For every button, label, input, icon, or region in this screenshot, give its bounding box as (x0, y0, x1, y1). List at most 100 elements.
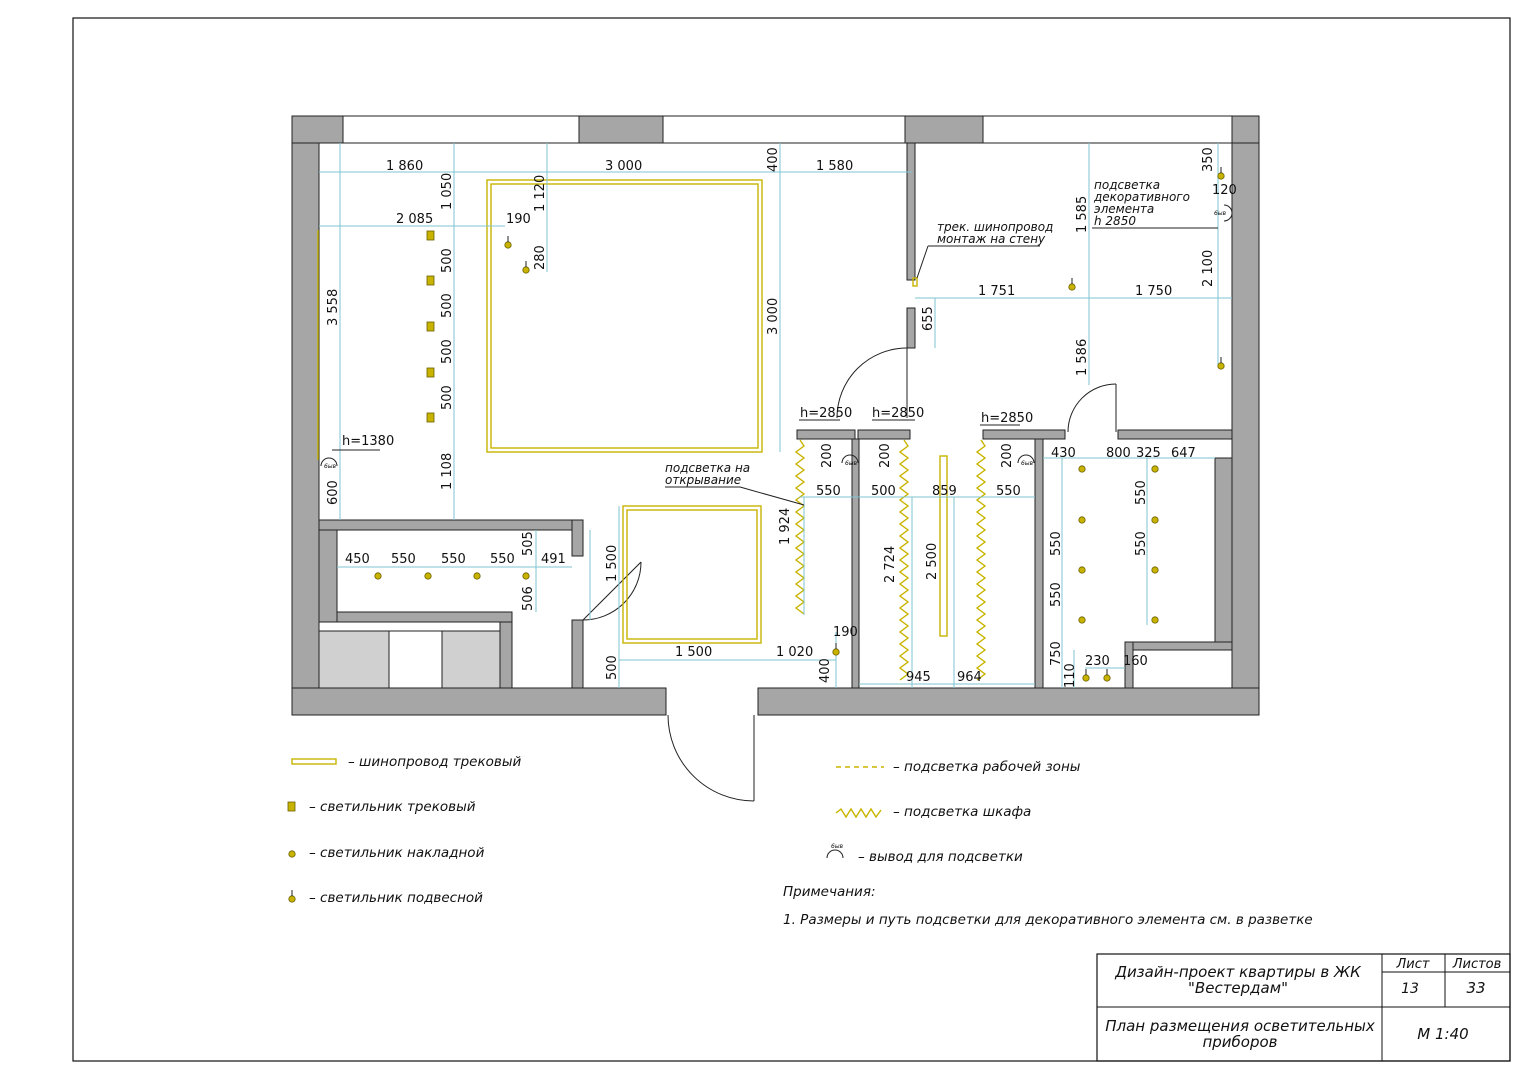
dim-120: 120 (1212, 183, 1237, 198)
dim-550-f: 550 (1134, 531, 1149, 556)
dim-200-b: 200 (878, 443, 893, 468)
windows (343, 115, 1232, 144)
dim-1500-h: 1 500 (675, 645, 712, 660)
track-lamps (426, 230, 435, 423)
dim-506: 506 (521, 586, 536, 611)
dim-3558: 3 558 (326, 289, 341, 326)
sheet-frame (72, 17, 1511, 1062)
dim-1050: 1 050 (440, 173, 455, 210)
dim-500-2: 500 (440, 293, 455, 318)
dim-h2850-b: h=2850 (872, 406, 924, 421)
dim-190-bottom: 190 (833, 625, 858, 640)
dim-647: 647 (1171, 446, 1196, 461)
decor-note-3: элемента (1094, 202, 1154, 216)
dim-550-h: 550 (441, 552, 466, 567)
dim-550-d: 550 (1049, 582, 1064, 607)
dim-160: 160 (1123, 654, 1148, 669)
dim-400-bottom: 400 (818, 658, 833, 683)
legend-outlet: – вывод для подсветки (858, 849, 1023, 865)
track-rails (317, 179, 948, 644)
dim-h2850-a: h=2850 (800, 406, 852, 421)
outlet-glyph-1: 6ыв (324, 463, 337, 470)
leader-lines (332, 227, 1218, 506)
dim-550-i: 550 (490, 552, 515, 567)
sheet-label: Лист (1396, 957, 1430, 972)
dim-200-c: 200 (1000, 443, 1015, 468)
legend-wardrobe: – подсветка шкафа (893, 804, 1031, 820)
dim-3000-top: 3 000 (605, 159, 642, 174)
title-block: Дизайн-проект квартиры в ЖК "Вестердам" … (1096, 953, 1511, 1062)
dim-2100: 2 100 (1201, 250, 1216, 287)
dim-550-a: 550 (816, 484, 841, 499)
walls (291, 115, 1260, 716)
dim-550-g: 550 (391, 552, 416, 567)
dim-1924: 1 924 (778, 508, 793, 545)
wardrobe-lights (794, 439, 987, 681)
dim-800: 800 (1106, 446, 1131, 461)
dim-1500-v: 1 500 (605, 545, 620, 582)
notes-heading: Примечания: (783, 884, 876, 900)
dim-h2850-c: h=2850 (981, 411, 1033, 426)
track-wall-note-1: трек. шинопровод (937, 220, 1053, 234)
dim-1860: 1 860 (386, 159, 423, 174)
dim-505: 505 (521, 531, 536, 556)
sheets-total: 33 (1466, 979, 1485, 997)
pendant-lamps (504, 167, 1225, 682)
surface-lamps (374, 465, 1159, 624)
legend-track-lamp: – светильник трековый (309, 799, 476, 815)
notes-item-1: 1. Размеры и путь подсветки для декорати… (783, 912, 1313, 928)
dim-280: 280 (533, 245, 548, 270)
dim-2724: 2 724 (883, 546, 898, 583)
dim-325: 325 (1136, 446, 1161, 461)
dim-1751: 1 751 (978, 284, 1015, 299)
dim-500-4: 500 (440, 385, 455, 410)
dim-1750: 1 750 (1135, 284, 1172, 299)
dim-550-b: 550 (996, 484, 1021, 499)
dim-1120: 1 120 (533, 175, 548, 212)
dim-500-3: 500 (440, 339, 455, 364)
dim-500-1: 500 (440, 248, 455, 273)
dim-430: 430 (1051, 446, 1076, 461)
lighting-outlets (320, 204, 1233, 467)
dim-964: 964 (957, 670, 982, 685)
dim-h1380: h=1380 (342, 434, 394, 449)
outlet-glyph-4: 6ыв (1214, 210, 1227, 217)
dim-655: 655 (921, 306, 936, 331)
dim-600: 600 (326, 480, 341, 505)
outlet-glyph-3: 6ыв (1021, 460, 1034, 467)
outlet-glyph-2: 6ыв (845, 460, 858, 467)
dim-350: 350 (1201, 147, 1216, 172)
annotations: подсветка декоративного элемента h 2850 … (324, 178, 1227, 487)
plan-title-line2: приборов (1202, 1033, 1277, 1051)
dim-450: 450 (345, 552, 370, 567)
drawing-scale: М 1:40 (1417, 1025, 1468, 1043)
dim-1108: 1 108 (440, 453, 455, 490)
plan-title-line1: План размещения осветительных (1105, 1017, 1375, 1035)
opening-note-1: подсветка на (665, 461, 750, 475)
dim-750: 750 (1049, 641, 1064, 666)
dim-491: 491 (541, 552, 566, 567)
sheet-number: 13 (1401, 981, 1419, 997)
dim-1580: 1 580 (816, 159, 853, 174)
dim-1585: 1 585 (1075, 196, 1090, 233)
decor-note-2: декоративного (1093, 190, 1190, 204)
legend-track: – шинопровод трековый (348, 754, 522, 770)
opening-note-2: открывание (665, 473, 741, 487)
dim-400: 400 (766, 147, 781, 172)
dim-500-f: 500 (605, 655, 620, 680)
dim-945: 945 (906, 670, 931, 685)
dim-1586: 1 586 (1075, 339, 1090, 376)
dim-230: 230 (1085, 654, 1110, 669)
dim-110: 110 (1063, 663, 1078, 688)
decor-note-4: h 2850 (1094, 214, 1136, 228)
sheets-label: Листов (1452, 957, 1502, 972)
project-title-line1: Дизайн-проект квартиры в ЖК (1114, 963, 1362, 981)
dim-190-top: 190 (506, 212, 531, 227)
legend: – шинопровод трековый – светильник треко… (287, 754, 1081, 906)
legend-outlet-glyph: 6ыв (831, 843, 844, 850)
project-title-line2: "Вестердам" (1188, 979, 1288, 997)
dim-550-e: 550 (1134, 480, 1149, 505)
track-wall-note-2: монтаж на стену (937, 232, 1046, 246)
doors (582, 347, 1117, 802)
